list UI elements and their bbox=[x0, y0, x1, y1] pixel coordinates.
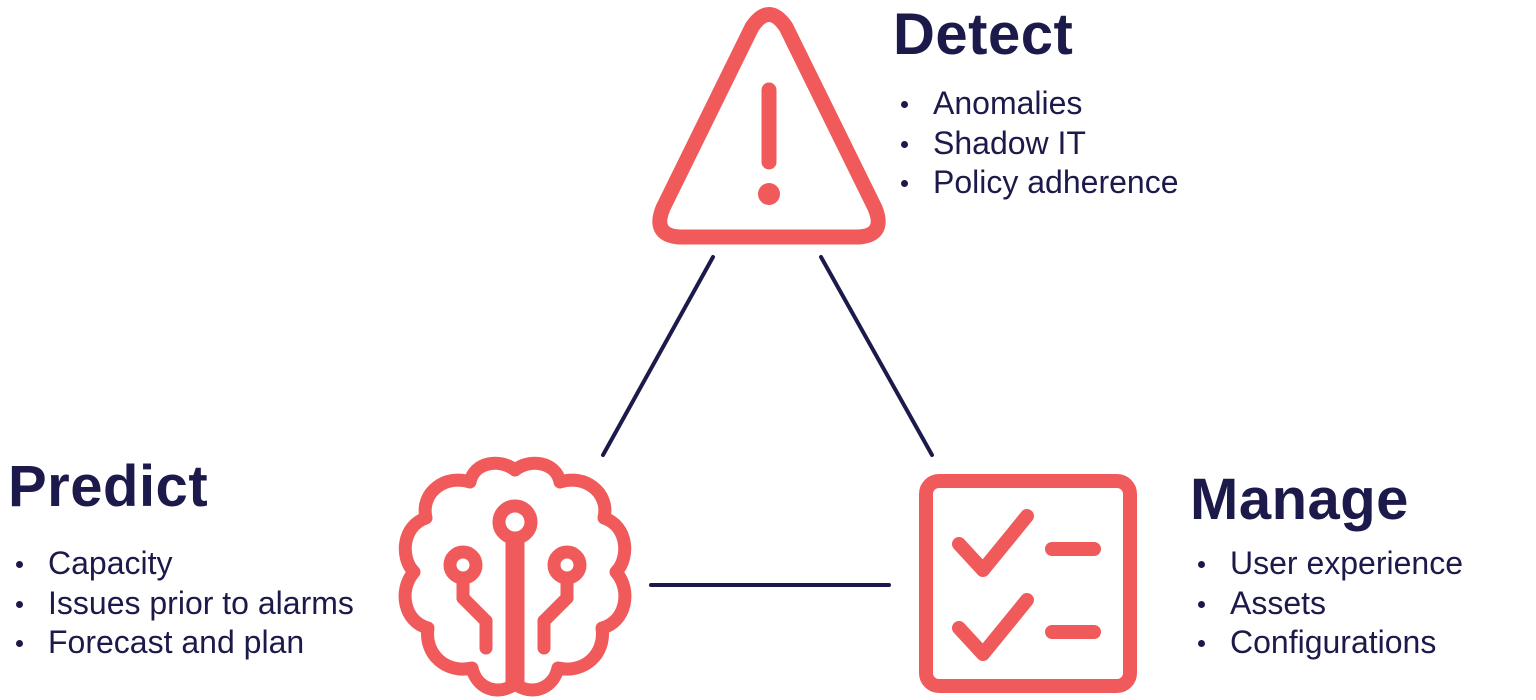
list-item: Issues prior to alarms bbox=[10, 584, 354, 624]
predict-title: Predict bbox=[8, 454, 209, 519]
list-item: Assets bbox=[1192, 584, 1463, 624]
connector-detect-predict bbox=[601, 255, 715, 457]
detect-title: Detect bbox=[893, 2, 1074, 67]
brain-circuit-icon bbox=[398, 456, 632, 697]
predict-list: Capacity Issues prior to alarms Forecast… bbox=[10, 544, 354, 663]
list-item: Shadow IT bbox=[895, 124, 1178, 164]
warning-triangle-icon bbox=[652, 7, 886, 245]
list-item: Policy adherence bbox=[895, 163, 1178, 203]
list-item: Capacity bbox=[10, 544, 354, 584]
connector-detect-manage bbox=[819, 255, 934, 457]
detect-list: Anomalies Shadow IT Policy adherence bbox=[895, 84, 1178, 203]
list-item: User experience bbox=[1192, 544, 1463, 584]
list-item: Forecast and plan bbox=[10, 623, 354, 663]
checklist-icon bbox=[919, 474, 1137, 693]
manage-title: Manage bbox=[1190, 467, 1409, 532]
list-item: Anomalies bbox=[895, 84, 1178, 124]
manage-list: User experience Assets Configurations bbox=[1192, 544, 1463, 663]
list-item: Configurations bbox=[1192, 623, 1463, 663]
